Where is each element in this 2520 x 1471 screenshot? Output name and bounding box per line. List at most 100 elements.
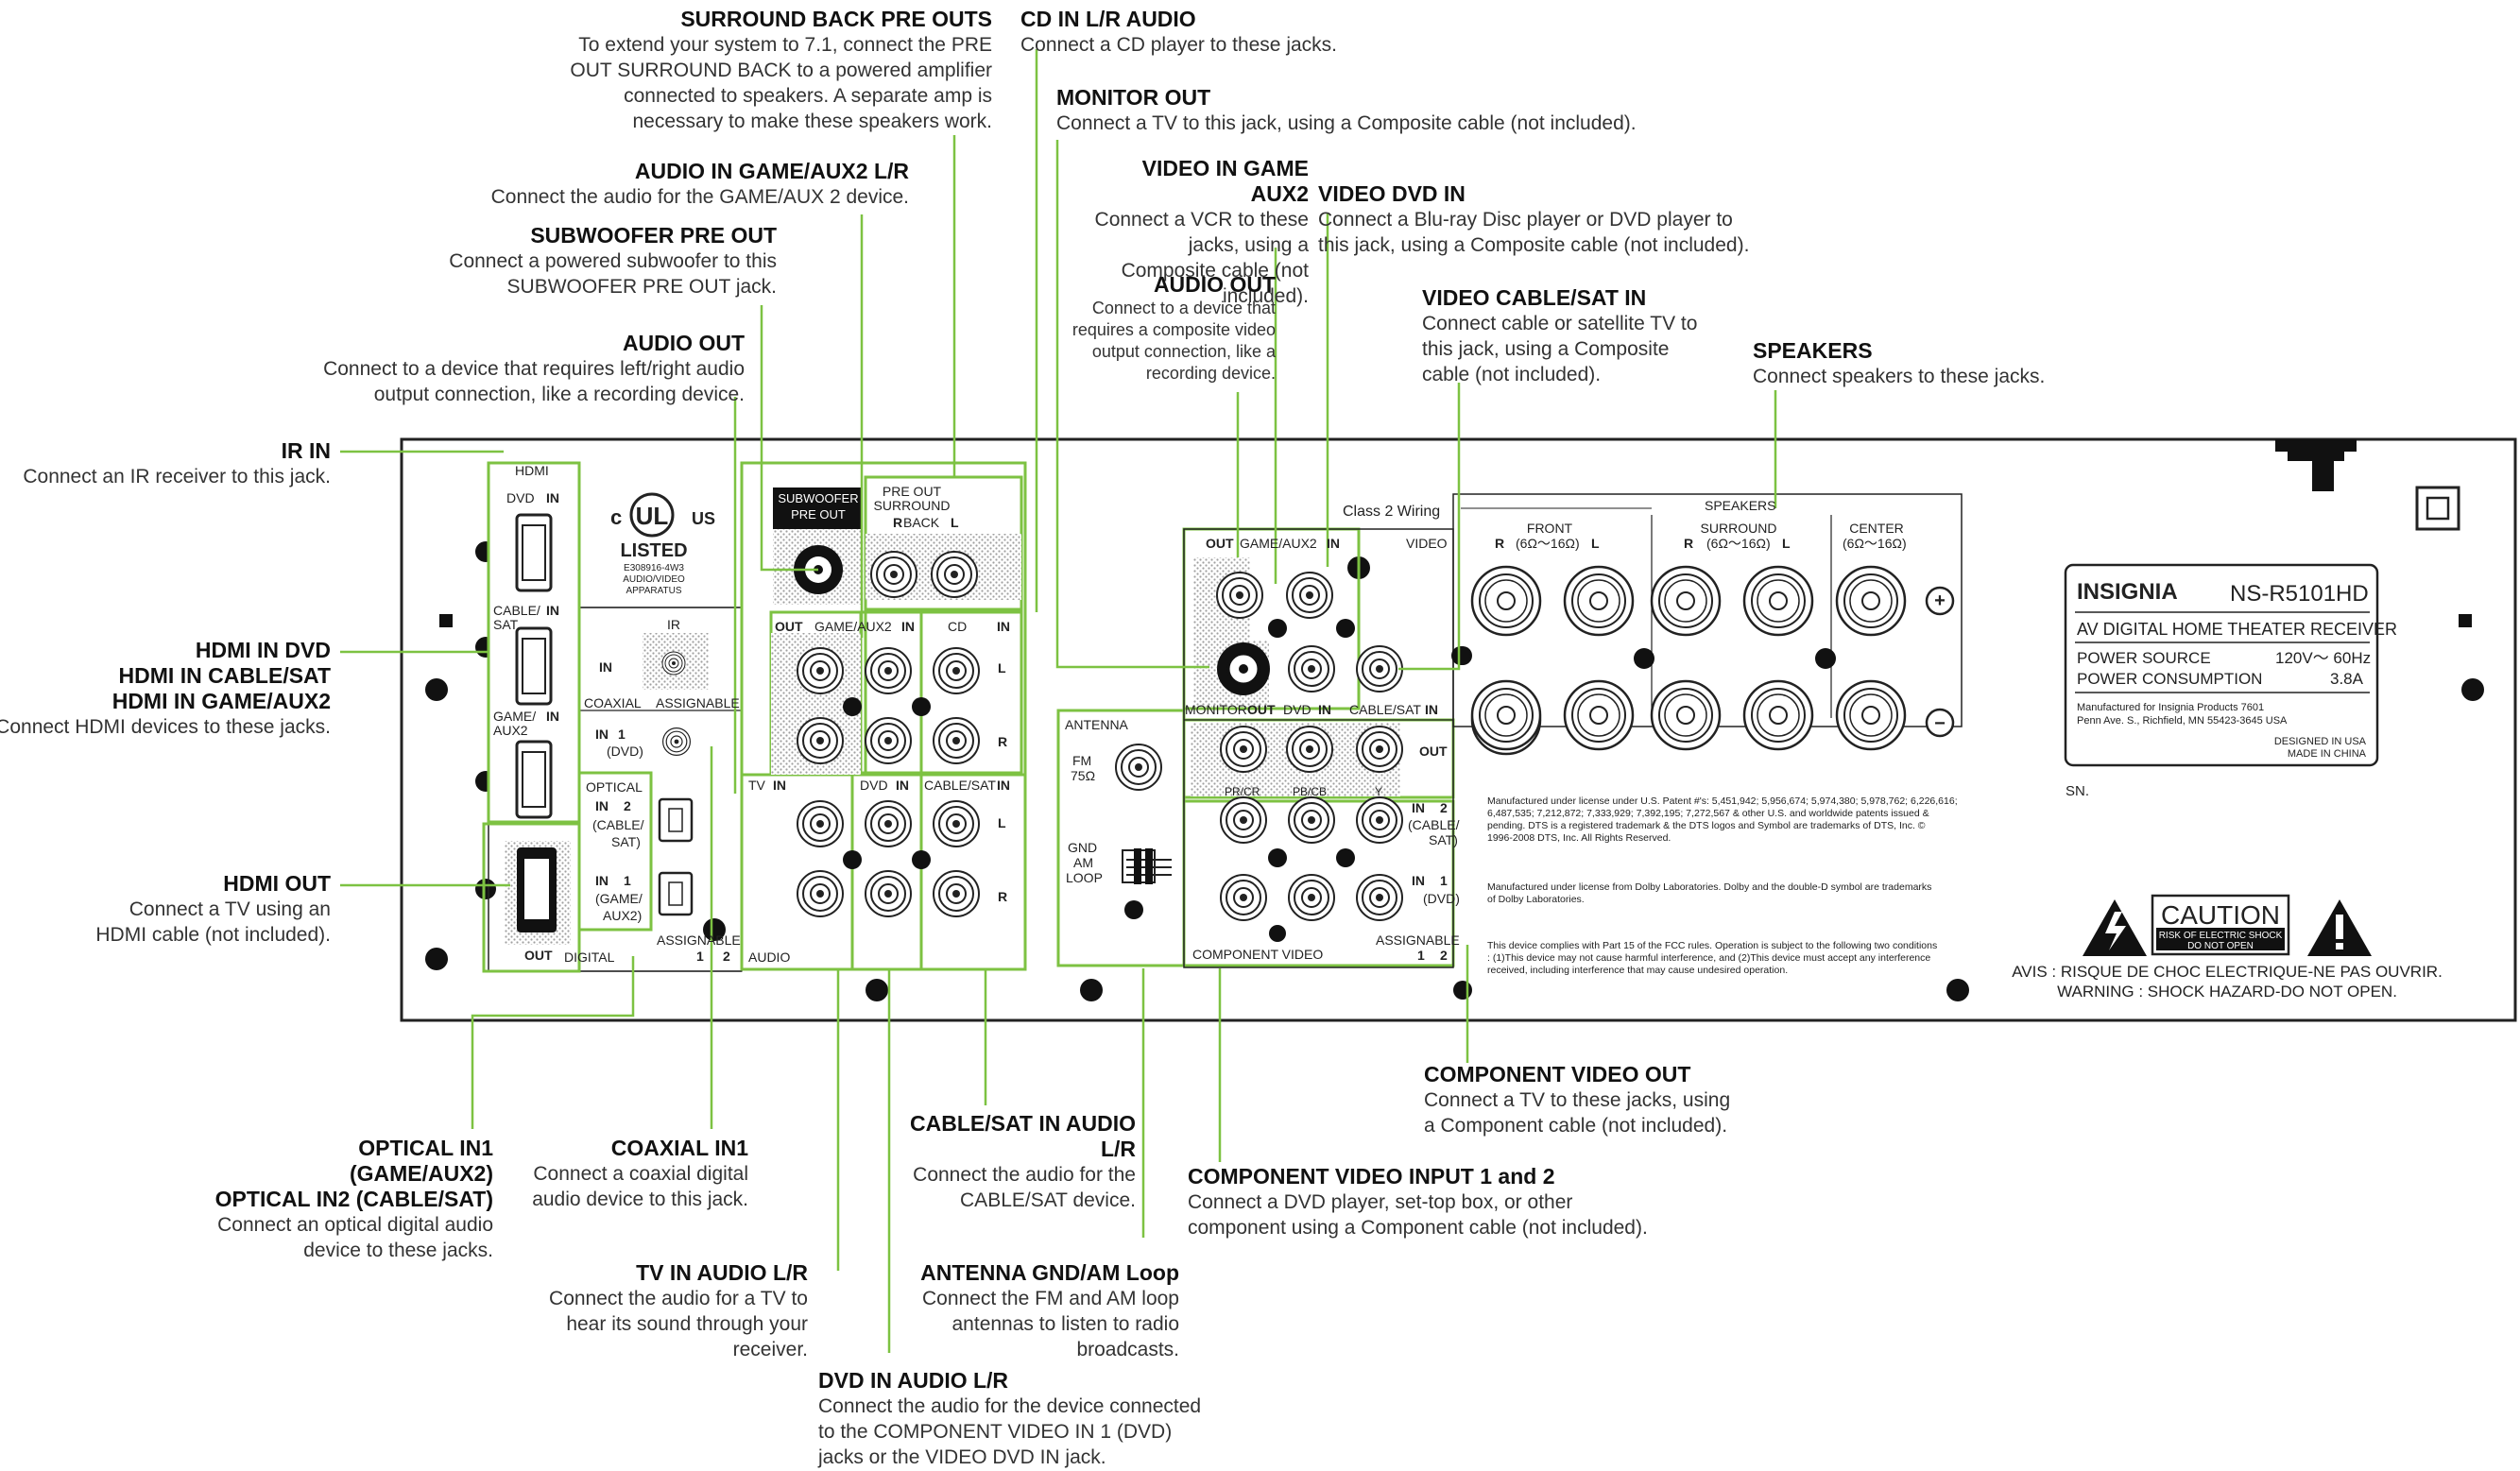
fcc-line2: : (1)This device may not cause harmful i… [1487, 952, 1930, 964]
label-surr-r: R [1684, 536, 1693, 551]
designed-in: DESIGNED IN USA [2274, 736, 2367, 747]
label-front-l: L [1591, 536, 1600, 551]
callout-title: COMPONENT VIDEO INPUT 1 and 2 [1188, 1164, 1555, 1189]
label-center: CENTER [1849, 521, 1904, 536]
label-ir-in: IN [599, 659, 612, 675]
callout-title: TV IN AUDIO L/R [636, 1260, 808, 1285]
label-opt-game: (GAME/ [595, 891, 643, 906]
label-sub-pre-out: PRE OUT [791, 507, 846, 522]
label-game-aux2: GAME/AUX2 [814, 619, 892, 634]
label-ul-listed: LISTED [620, 540, 687, 561]
callout-title: COAXIAL IN1 [610, 1136, 748, 1160]
label-fm: FM [1072, 753, 1091, 768]
label-game-out: OUT [775, 619, 803, 634]
callout-subwoofer: SUBWOOFER PRE OUT Connect a powered subw… [437, 223, 777, 299]
label-optical: OPTICAL [586, 779, 643, 795]
avis-text: AVIS : RISQUE DE CHOC ELECTRIQUE-NE PAS … [2012, 963, 2443, 981]
label-comp-assign-2: 2 [1440, 948, 1448, 963]
callout-title: VIDEO IN GAME AUX2 [1141, 156, 1309, 206]
label-video-out: OUT [1206, 536, 1234, 551]
label-cd-l: L [998, 660, 1006, 676]
label-am: AM [1073, 855, 1093, 870]
callout-antenna: ANTENNA GND/AM Loop Connect the FM and A… [905, 1260, 1179, 1362]
label-back: BACK [903, 515, 940, 530]
label-minus: − [1934, 713, 1946, 734]
callout-desc: Connect an optical digital audio device … [217, 1214, 493, 1261]
label-comp-out: OUT [1419, 744, 1448, 759]
serial-label: SN. [2066, 783, 2089, 799]
dolby-line1: Manufactured under license from Dolby La… [1487, 881, 1931, 893]
label-assign-1: 1 [696, 949, 704, 964]
label-cd: CD [948, 619, 967, 634]
chassis-foot [2275, 439, 2357, 491]
callout-title: AUDIO IN GAME/AUX2 L/R [634, 159, 909, 183]
callout-title-2: HDMI IN CABLE/SAT [118, 663, 331, 688]
risk-line2: DO NOT OPEN [2187, 941, 2254, 951]
callout-title: MONITOR OUT [1056, 85, 1211, 110]
label-surr-ohms: (6Ω〜16Ω) [1706, 536, 1771, 551]
label-tv-in: IN [773, 778, 786, 793]
callout-cd-in: CD IN L/R AUDIO Connect a CD player to t… [1020, 7, 1380, 58]
callout-desc: Connect cable or satellite TV to this ja… [1422, 313, 1698, 385]
dts-line2: 6,487,535; 7,212,872; 7,333,929; 7,392,1… [1487, 808, 1929, 819]
callout-desc: Connect to a device that requires left/r… [323, 358, 745, 405]
callout-tv-audio: TV IN AUDIO L/R Connect the audio for a … [506, 1260, 808, 1362]
label-ir: IR [667, 617, 680, 632]
label-digital: DIGITAL [564, 949, 615, 965]
label-ul-app: APPARATUS [626, 586, 681, 596]
label-cable-sat-in: IN [997, 778, 1010, 793]
callout-title: AUDIO OUT [1153, 272, 1276, 297]
callout-desc: Connect a TV using an HDMI cable (not in… [95, 898, 331, 946]
callout-title: SUBWOOFER PRE OUT [530, 223, 777, 248]
callout-title-1: OPTICAL IN1 (GAME/AUX2) [349, 1136, 493, 1186]
label-assign-2: 2 [723, 949, 730, 964]
callout-title: VIDEO DVD IN [1318, 181, 1466, 206]
label-cd-in: IN [997, 619, 1010, 634]
label-dvd-audio-in: IN [896, 778, 909, 793]
callout-desc: Connect speakers to these jacks. [1753, 366, 2046, 387]
label-gnd: GND [1068, 840, 1097, 855]
callout-desc: Connect HDMI devices to these jacks. [0, 716, 331, 738]
callout-desc: Connect a VCR to these jacks, using a Co… [1094, 209, 1309, 307]
callout-desc: Connect a coaxial digital audio device t… [532, 1163, 748, 1210]
label-dvd: DVD [506, 490, 535, 505]
callout-desc: Connect a DVD player, set-top box, or ot… [1188, 1191, 1648, 1239]
label-surround: SURROUND [874, 498, 951, 513]
callout-desc: Connect a powered subwoofer to this SUBW… [449, 250, 777, 298]
label-cable: CABLE/ [493, 603, 540, 618]
leader-lines [340, 49, 1777, 1353]
fcc-line3: received, including interference that ma… [1487, 965, 1788, 976]
label-75ohm: 75Ω [1071, 768, 1095, 783]
callout-title: HDMI OUT [223, 871, 331, 896]
dts-line4: 1996-2008 DTS, Inc. All Rights Reserved. [1487, 832, 1671, 844]
callout-coaxial: COAXIAL IN1 Connect a coaxial digital au… [522, 1136, 748, 1212]
callout-component-in: COMPONENT VIDEO INPUT 1 and 2 Connect a … [1188, 1164, 1660, 1240]
label-comp-sat: SAT) [1429, 832, 1458, 847]
label-opt-2: 2 [624, 798, 631, 813]
callout-title-3: HDMI IN GAME/AUX2 [111, 689, 331, 713]
label-opt-in1: IN [595, 873, 609, 888]
power-consumption-value: 3.8A [2330, 670, 2364, 688]
callout-audio-in-game: AUDIO IN GAME/AUX2 L/R Connect the audio… [437, 159, 909, 210]
label-comp-cable: (CABLE/ [1408, 817, 1460, 832]
callout-title: CD IN L/R AUDIO [1020, 7, 1196, 31]
callout-title: AUDIO OUT [622, 331, 745, 355]
callout-desc: Connect a TV to these jacks, using a Com… [1424, 1089, 1731, 1137]
brand-name: INSIGNIA [2077, 579, 2178, 605]
callout-audio-out-left: AUDIO OUT Connect to a device that requi… [310, 331, 745, 407]
label-class2: Class 2 Wiring [1343, 504, 1440, 520]
callout-title: VIDEO CABLE/SAT IN [1422, 285, 1647, 310]
label-audio: AUDIO [748, 949, 790, 965]
callout-desc: Connect the FM and AM loop antennas to l… [922, 1288, 1179, 1360]
callout-hdmi-out: HDMI OUT Connect a TV using an HDMI cabl… [94, 871, 331, 948]
label-dvd-audio: DVD [860, 778, 888, 793]
label-front-r: R [1495, 536, 1504, 551]
label-comp-assignable: ASSIGNABLE [1376, 932, 1460, 948]
callout-monitor-out: MONITOR OUT Connect a TV to this jack, u… [1056, 85, 1642, 136]
label-speakers: SPEAKERS [1705, 498, 1775, 513]
label-comp-1: 1 [1440, 873, 1448, 888]
manufacturer-line2: Penn Ave. S., Richfield, MN 55423-3645 U… [2077, 715, 2288, 727]
